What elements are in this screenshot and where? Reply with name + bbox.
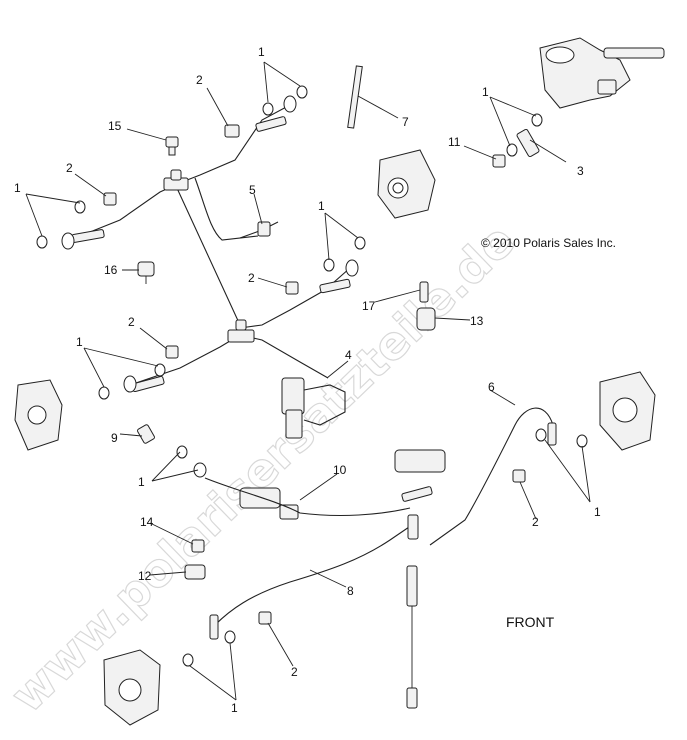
- callout-1h: 1: [231, 701, 238, 715]
- brake-hose-6: [429, 407, 557, 546]
- callout-15: 15: [108, 119, 122, 133]
- brake-caliper-bottom-left: [103, 649, 161, 726]
- callout-2d: 2: [128, 315, 135, 329]
- bolt-14: [191, 539, 205, 553]
- bleeder-9: [137, 424, 155, 444]
- callout-1c: 1: [318, 199, 325, 213]
- callout-3: 3: [577, 164, 584, 178]
- callout-10: 10: [333, 463, 347, 477]
- front-label: FRONT: [506, 614, 555, 630]
- callout-2c: 2: [248, 271, 255, 285]
- callout-4: 4: [345, 348, 352, 362]
- clip-17: [419, 281, 429, 303]
- callout-13: 13: [470, 314, 484, 328]
- callout-14: 14: [140, 515, 154, 529]
- tee-fitting-lower: [227, 319, 255, 343]
- callout-9: 9: [111, 431, 118, 445]
- callout-2f: 2: [291, 665, 298, 679]
- callout-6: 6: [488, 380, 495, 394]
- clamp-13: [416, 307, 436, 331]
- proportioning-valve: [281, 377, 346, 439]
- fitting-3: [516, 128, 540, 158]
- clip-15: [165, 136, 179, 156]
- callout-16: 16: [104, 263, 118, 277]
- callout-7: 7: [402, 115, 409, 129]
- cable-vertical: [406, 565, 418, 709]
- brake-caliper-top: [377, 149, 436, 219]
- clamp-16: [137, 261, 155, 284]
- leader-lines: [25, 61, 591, 701]
- hose-5: [239, 221, 279, 239]
- callout-1d: 1: [76, 335, 83, 349]
- master-cylinder: [539, 37, 665, 109]
- tee-fitting-upper: [163, 169, 189, 191]
- callout-12: 12: [138, 569, 152, 583]
- rear-brake-assembly: [204, 449, 446, 520]
- callout-1e: 1: [482, 85, 489, 99]
- brake-caliper-right: [599, 371, 656, 451]
- callout-1f: 1: [138, 475, 145, 489]
- callout-8: 8: [347, 584, 354, 598]
- copyright-text: © 2010 Polaris Sales Inc.: [481, 236, 616, 250]
- callout-17: 17: [362, 299, 376, 313]
- callout-5: 5: [249, 183, 256, 197]
- bolt-11: [492, 154, 506, 168]
- strap-7: [347, 65, 363, 129]
- callout-numbers: 1 2 15 2 1 5 7 1 16 2 2 1 4 1 11 3 17 13…: [14, 45, 601, 715]
- brake-line-harness: [69, 104, 351, 386]
- callout-1a: 1: [258, 45, 265, 59]
- banjo-bolts: [103, 124, 526, 625]
- callout-2a: 2: [196, 73, 203, 87]
- callout-11: 11: [448, 135, 461, 149]
- callout-1g: 1: [594, 505, 601, 519]
- brake-caliper-left: [14, 379, 63, 451]
- washers: [36, 85, 588, 667]
- callout-2e: 2: [532, 515, 539, 529]
- watermark: www.polarisersatzteile.de: [0, 213, 525, 723]
- callout-2b: 2: [66, 161, 73, 175]
- banjo-fittings: [61, 95, 359, 393]
- callout-1b: 1: [14, 181, 21, 195]
- brake-hose-8: [209, 514, 419, 640]
- clamp-12: [184, 564, 206, 580]
